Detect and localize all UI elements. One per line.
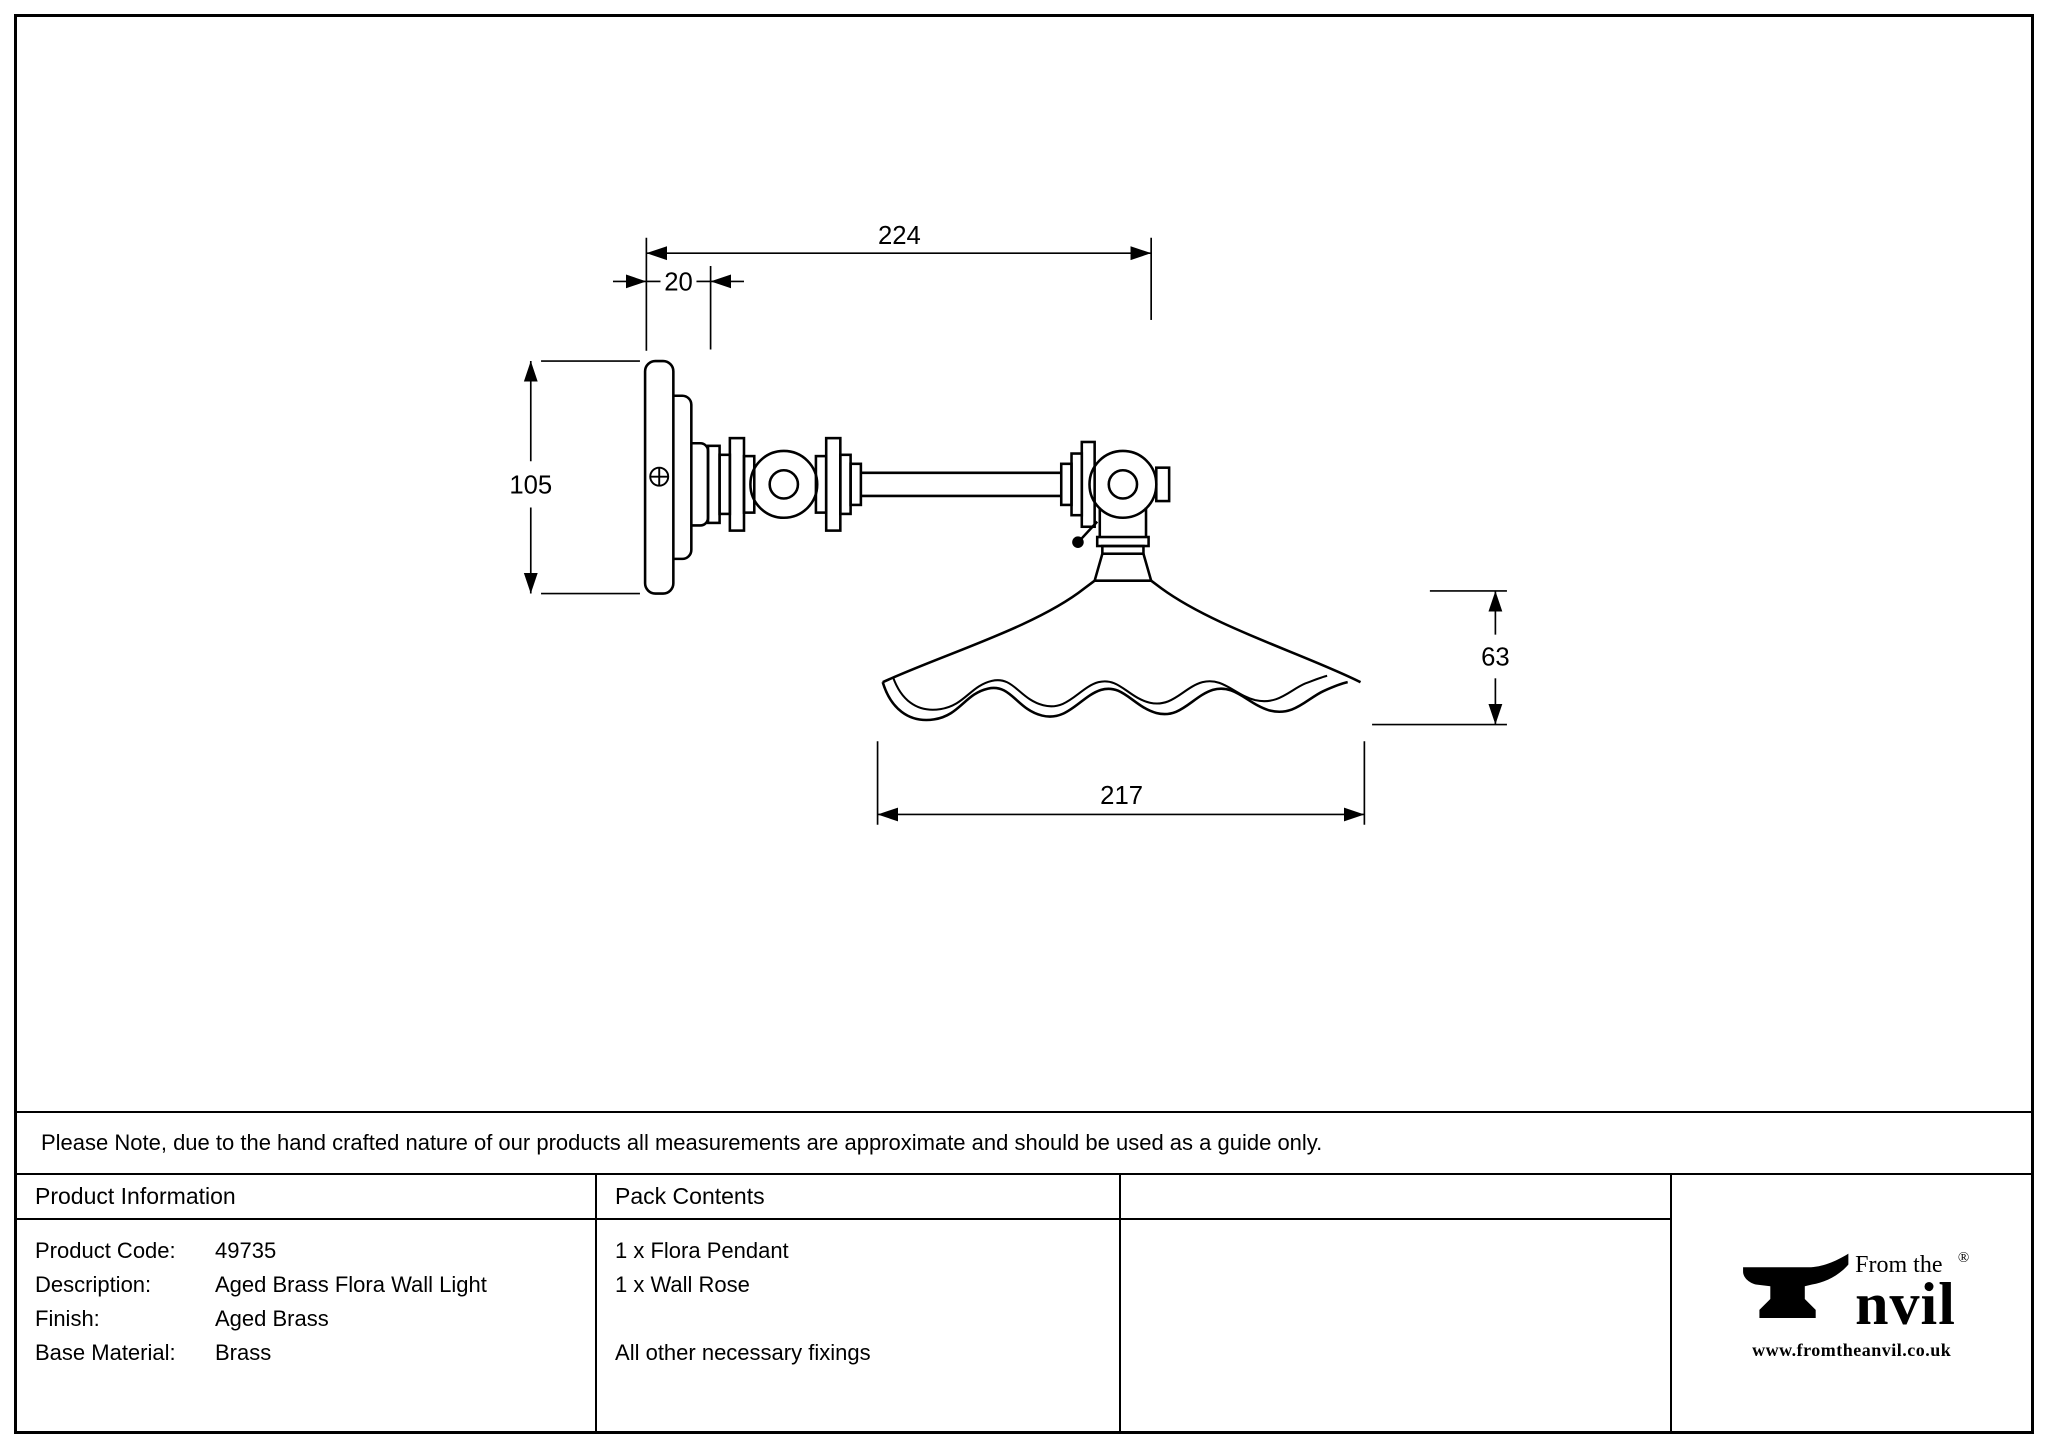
wall-rose — [643, 359, 710, 595]
product-information-column: Product Information Product Code: 49735 … — [17, 1175, 596, 1431]
technical-drawing-area: 224 20 105 63 217 — [17, 17, 2031, 1111]
measurement-note: Please Note, due to the hand crafted nat… — [17, 1111, 2031, 1173]
from-the-anvil-logo: From the nvil ® www.fromtheanvil.co.uk — [1734, 1246, 1969, 1361]
empty-column — [1118, 1175, 1671, 1431]
dim-label-projection: 224 — [878, 222, 921, 250]
elbow-collars — [1059, 440, 1171, 529]
base-material-row: Base Material: Brass — [35, 1336, 577, 1370]
spec-sheet: 224 20 105 63 217 Please Note, due to th… — [14, 14, 2034, 1434]
logo-tagline: From the — [1855, 1251, 1943, 1278]
wall-swivel-joint — [749, 449, 819, 520]
product-information-header: Product Information — [17, 1175, 596, 1220]
dim-label-rose-height: 105 — [509, 471, 552, 499]
pack-contents-header: Pack Contents — [597, 1175, 1119, 1220]
product-code-value: 49735 — [215, 1238, 277, 1263]
brand-column: From the nvil ® www.fromtheanvil.co.uk — [1670, 1175, 2031, 1431]
website-url: www.fromtheanvil.co.uk — [1752, 1339, 1952, 1360]
empty-body — [1121, 1220, 1671, 1248]
pack-contents-body: 1 x Flora Pendant 1 x Wall Rose All othe… — [597, 1220, 1119, 1384]
finish-value: Aged Brass — [215, 1306, 329, 1331]
dimension-lines — [523, 237, 1507, 825]
registered-mark: ® — [1957, 1249, 1970, 1266]
dim-label-shade-height: 63 — [1481, 643, 1510, 671]
dim-label-rose-depth: 20 — [664, 268, 693, 296]
logo-text: From the nvil — [1855, 1246, 1956, 1337]
lamp-holder — [1092, 535, 1153, 582]
dim-projection — [645, 237, 1152, 351]
dim-label-shade-diameter: 217 — [1100, 782, 1143, 810]
logo-name: nvil — [1855, 1270, 1956, 1337]
dim-rose-depth — [612, 266, 744, 350]
info-table: Product Information Product Code: 49735 … — [17, 1173, 2031, 1431]
wall-light-technical-drawing: 224 20 105 63 217 — [509, 222, 1510, 825]
wall-light-outline — [643, 359, 1362, 722]
product-code-label: Product Code: — [35, 1238, 176, 1263]
dim-shade-diameter — [876, 741, 1366, 825]
base-material-label: Base Material: — [35, 1340, 176, 1365]
description-label: Description: — [35, 1272, 152, 1297]
description-value: Aged Brass Flora Wall Light — [215, 1272, 487, 1297]
product-information-body: Product Code: 49735 Description: Aged Br… — [17, 1220, 595, 1384]
base-material-value: Brass — [215, 1340, 272, 1365]
dim-rose-height — [523, 360, 640, 595]
pack-item: 1 x Flora Pendant — [615, 1238, 789, 1263]
finish-row: Finish: Aged Brass — [35, 1302, 577, 1336]
logo-lockup: From the nvil ® — [1734, 1246, 1970, 1337]
dim-shade-height — [1372, 590, 1507, 726]
empty-header — [1120, 1175, 1671, 1220]
note-text: Please Note, due to the hand crafted nat… — [41, 1130, 1323, 1155]
finish-label: Finish: — [35, 1306, 100, 1331]
switch-toggle — [1072, 520, 1099, 548]
description-row: Description: Aged Brass Flora Wall Light — [35, 1268, 577, 1302]
dimension-labels: 224 20 105 63 217 — [509, 222, 1509, 810]
product-code-row: Product Code: 49735 — [35, 1234, 577, 1268]
pack-footer: All other necessary fixings — [615, 1340, 871, 1365]
pack-item: 1 x Wall Rose — [615, 1272, 750, 1297]
elbow-joint — [1088, 449, 1158, 538]
flora-shade — [881, 579, 1362, 722]
pack-contents-column: Pack Contents 1 x Flora Pendant 1 x Wall… — [595, 1175, 1119, 1431]
arm — [860, 471, 1062, 498]
anvil-icon — [1743, 1253, 1849, 1318]
